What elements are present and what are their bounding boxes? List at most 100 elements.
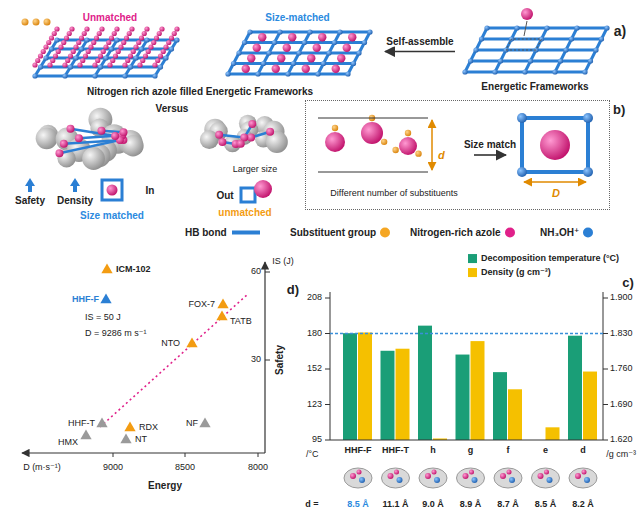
substituent-dot	[44, 19, 51, 26]
panel-letter: d)	[287, 283, 299, 297]
tick-mark	[325, 404, 330, 405]
azole-layer-sphere	[84, 26, 89, 31]
node-caption: Unmatched	[83, 12, 137, 23]
cation-sphere	[604, 25, 609, 30]
point-label: FOX-7	[188, 300, 215, 310]
azole-sphere	[288, 33, 296, 41]
legend-item: Decomposition temperature (°C)	[468, 254, 619, 264]
hb-bar	[348, 32, 370, 74]
point-label: HHF-F	[72, 295, 99, 305]
tick-label: 95	[312, 435, 322, 445]
panel-letter: c)	[622, 276, 634, 290]
framework-grid	[462, 25, 609, 74]
legend-swatch	[468, 268, 477, 277]
substituent-dot	[405, 130, 411, 136]
atom-dot	[472, 477, 478, 483]
data-point	[100, 293, 111, 303]
cation-sphere	[163, 55, 168, 60]
cation-sphere	[367, 29, 372, 34]
azole-layer-sphere	[154, 35, 159, 40]
azole-layer-sphere	[64, 35, 69, 40]
data-point	[217, 298, 228, 308]
atom-dot	[359, 477, 365, 483]
azole-sphere	[55, 149, 63, 157]
azole-layer-sphere	[41, 49, 46, 54]
cation-sphere	[517, 167, 527, 177]
atom-dot	[500, 473, 506, 479]
tick-label: 1.900	[610, 293, 633, 303]
azole-layer-sphere	[131, 49, 136, 54]
azole-layer-sphere	[98, 53, 103, 58]
atom-dot	[509, 477, 515, 483]
trend-line	[100, 294, 248, 427]
process-arrow	[385, 51, 455, 53]
cation-sphere	[484, 25, 489, 30]
density-bar	[546, 427, 560, 440]
azole-layer-sphere	[38, 53, 43, 58]
azole-layer-sphere	[47, 62, 52, 67]
atom-dot	[394, 470, 399, 475]
data-point	[199, 417, 210, 427]
azole-sphere	[248, 120, 256, 128]
cation-sphere	[174, 37, 179, 42]
hb-bar	[585, 28, 607, 72]
dimension-arrow	[524, 181, 586, 183]
azole-sphere	[283, 44, 291, 52]
substituent-dot	[22, 19, 29, 26]
azole-layer-sphere	[152, 62, 157, 67]
cation-sphere	[479, 36, 484, 41]
size-value: 8.9 Å	[460, 500, 482, 510]
cation-sphere	[139, 46, 144, 51]
temperature-bar	[568, 336, 582, 440]
azole-sphere	[348, 33, 356, 41]
azole-sphere	[337, 54, 345, 62]
data-point	[96, 417, 107, 427]
category-label: h	[430, 446, 436, 456]
tick-label: 8500	[175, 463, 195, 473]
node-caption: D	[552, 187, 560, 199]
azole-sphere	[277, 54, 285, 62]
cation-sphere	[517, 113, 527, 123]
cation-sphere	[291, 61, 296, 66]
cation-sphere	[462, 69, 467, 74]
highlight-cell	[506, 39, 542, 50]
status-word: Size matched	[80, 210, 144, 221]
azole-layer-sphere	[35, 58, 40, 63]
legend-text: Substituent group	[290, 227, 376, 238]
azole-layer-sphere	[68, 53, 73, 58]
cation-sphere	[296, 50, 301, 55]
point-label: ICM-102	[116, 265, 151, 275]
cation-sphere	[574, 25, 579, 30]
cation-sphere	[492, 69, 497, 74]
node-caption: b)	[613, 103, 625, 117]
substituent-dot	[392, 147, 398, 153]
azole-layer-sphere	[80, 58, 85, 63]
azole-layer-sphere	[118, 44, 123, 49]
hb-bar	[125, 40, 147, 76]
azole-layer-sphere	[56, 49, 61, 54]
azole-layer-sphere	[116, 49, 121, 54]
property-word: Safety	[15, 195, 45, 206]
azole-layer-sphere	[101, 49, 106, 54]
property-word: Density	[57, 195, 93, 206]
azole-layer-sphere	[124, 35, 129, 40]
cation-sphere	[277, 29, 282, 34]
cell-frame	[522, 118, 588, 172]
cation-sphere	[583, 167, 593, 177]
data-point	[101, 263, 112, 273]
cation-sphere	[133, 55, 138, 60]
data-point	[216, 310, 227, 320]
dimension-symbol: d	[438, 149, 445, 161]
atom-dot	[434, 477, 440, 483]
cation-sphere	[261, 61, 266, 66]
hb-bar	[318, 32, 340, 74]
atom-dot	[397, 477, 403, 483]
azole-layer-sphere	[140, 58, 145, 63]
tick-label: 152	[307, 364, 322, 374]
cation-sphere	[73, 55, 78, 60]
increase-arrow	[25, 178, 35, 192]
azole-layer-sphere	[109, 35, 114, 40]
cation-sphere	[158, 64, 163, 69]
azole-layer-sphere	[69, 26, 74, 31]
cation-sphere	[62, 73, 67, 78]
